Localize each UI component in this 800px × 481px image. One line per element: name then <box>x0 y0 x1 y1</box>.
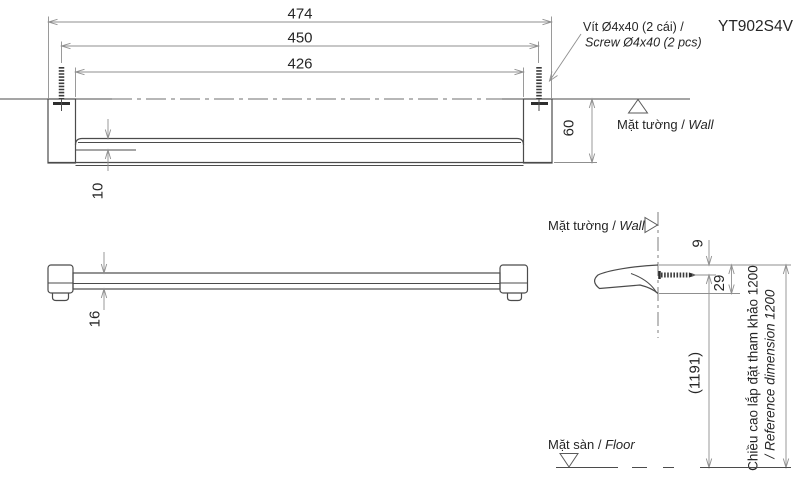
product-code: YT902S4V <box>718 18 794 35</box>
floor-label: Mặt sàn / Floor <box>548 437 635 452</box>
bar-profile-curve <box>630 273 657 293</box>
left-end-cap <box>47 264 74 294</box>
top-view <box>0 67 690 166</box>
front-view: 16 <box>47 252 529 328</box>
dim-install-height-en: / Reference dimension 1200 <box>763 289 778 459</box>
screw-side-icon <box>658 271 697 279</box>
right-bracket <box>522 98 553 164</box>
top-view-dimensions: 474 450 426 60 10 Mặt tường / Wall Vít Ø… <box>46 6 794 200</box>
dim-inner-width: 426 <box>287 56 312 73</box>
dim-bar-top-thickness: 10 <box>90 183 107 200</box>
screw-left-icon <box>53 67 70 111</box>
dim-floor-to-screw: (1191) <box>687 352 704 394</box>
floor-marker-icon <box>559 453 579 468</box>
wall-label-top: Mặt tường / Wall <box>617 117 715 132</box>
dim-top-to-screw: 9 <box>690 239 707 247</box>
dim-bar-height: 16 <box>87 311 104 328</box>
side-view: Mặt tường / Wall 9 29 (1191) Chiều cao l… <box>548 212 791 471</box>
screw-note-line2: Screw Ø4x40 (2 pcs) <box>585 36 702 50</box>
dim-install-height-vi: Chiều cao lắp đặt tham khảo 1200 <box>746 265 761 471</box>
wall-label-side: Mặt tường / Wall <box>548 218 646 233</box>
bar-profile <box>594 264 659 294</box>
wall-marker-icon <box>627 98 649 114</box>
dim-bracket-height: 29 <box>711 275 728 292</box>
dim-depth-from-wall: 60 <box>561 120 578 137</box>
screw-note-line1: Vít Ø4x40 (2 cái) / <box>583 20 684 34</box>
left-cap-foot <box>51 293 70 302</box>
bar-front <box>72 272 501 290</box>
right-end-cap <box>499 264 529 294</box>
dim-overall-width: 474 <box>287 6 312 23</box>
screw-right-icon <box>531 67 548 111</box>
right-cap-foot <box>506 293 523 302</box>
dim-screw-spacing: 450 <box>287 30 312 47</box>
bar-back-edge <box>74 137 525 146</box>
wall-marker-side-icon <box>644 216 659 234</box>
